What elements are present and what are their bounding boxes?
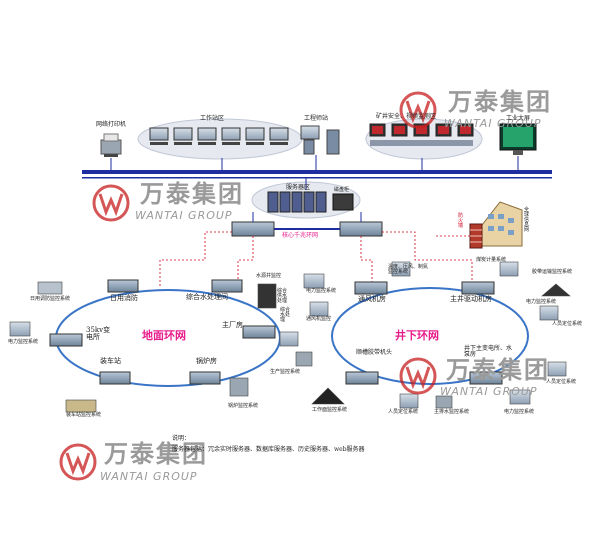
water-plant-sub-label: 水源井监控 [256, 273, 282, 279]
workstation-monitor [149, 127, 169, 141]
core-switch-label: 核心千兆环网 [282, 232, 319, 239]
workstation-keyboard [246, 142, 264, 145]
fire-label: 日用消防 [110, 294, 138, 302]
conveyor-monitor-label: 胶带运输监控系统 [532, 269, 573, 275]
power-monitor-mid-label: 电力监控系统 [306, 288, 337, 294]
storage-label: 磁盘柜 [334, 187, 350, 193]
power-monitor-2-label: 电力监控系统 [504, 409, 535, 415]
big-screen-label: 工业大屏 [506, 115, 531, 122]
legend-note: 服务器包括：冗余实时服务器、数据库服务器、历史服务器、web服务器 [172, 446, 365, 453]
substation-35kv-label: 35kv变电所 [86, 326, 111, 341]
doc-center-label: 全 球 信 息 网 [524, 207, 530, 233]
workstation-monitor [197, 127, 217, 141]
loading-monitor-label: 装车站监控系统 [66, 412, 102, 418]
server-area-label: 服务器区 [286, 184, 311, 191]
workstation-keyboard [174, 142, 192, 145]
power-monitor-left-label: 电力监控系统 [8, 339, 39, 345]
brand-logo-mark [59, 91, 437, 481]
boiler-monitor-label: 锅炉监控系统 [228, 403, 259, 409]
workstation-label: 工作站区 [200, 115, 225, 122]
ground-ring-name: 地面环网 [142, 329, 186, 342]
water-sub-2-label: 综合水处理 [280, 307, 291, 323]
brand-name-en: WANTAI GROUP [135, 209, 233, 222]
water-sub-1-label: 综合供水处理 [277, 288, 288, 304]
engineer-station-icon [300, 125, 340, 155]
safety-monitor-group [369, 123, 474, 146]
brand-name-cn: 万泰集团 [104, 440, 208, 468]
boiler-label: 锅炉房 [196, 357, 217, 365]
office-building-icon [481, 201, 523, 247]
workstation-monitor [173, 127, 193, 141]
server-rack-group [267, 191, 354, 213]
brand-name-cn: 万泰集团 [448, 88, 552, 116]
fiber-links [159, 231, 473, 288]
printer-label: 网络打印机 [96, 121, 127, 128]
brand-name-cn: 万泰集团 [140, 180, 244, 208]
workstation-keyboard [270, 142, 288, 145]
ground-ring-nodes [49, 279, 276, 385]
firewall-icon [469, 223, 483, 249]
face-monitor-label: 工作面监控系统 [312, 407, 348, 413]
vent-monitor-label: 通风机监控 [306, 316, 332, 322]
printer-icon [100, 133, 122, 157]
brand-name-cn: 万泰集团 [446, 356, 550, 384]
water-plant-label: 综合水处理间 [186, 293, 228, 301]
workstation-group [149, 127, 289, 145]
workstation-monitor [221, 127, 241, 141]
plant-substation-label: 主厂房 [222, 321, 243, 329]
workstation-keyboard [150, 142, 168, 145]
prod-monitor-label: 生产监控系统 [270, 369, 301, 375]
coal-face-label: 顺槽胶带机头 [356, 349, 393, 356]
workstation-keyboard [198, 142, 216, 145]
positioning-label: 人员定位系统 [388, 409, 419, 415]
main-pump-label: 主井驱动机房 [450, 295, 492, 303]
personnel-label: 人员定位系统 [552, 321, 583, 327]
legend-title: 说明： [172, 435, 191, 442]
underground-ring-nodes [345, 281, 503, 385]
loading-label: 装车站 [100, 357, 121, 365]
brand-name-en: WANTAI GROUP [444, 117, 542, 130]
fire-monitor-label: 日用调防监控系统 [30, 296, 71, 302]
engineer-station-label: 工程师站 [304, 115, 329, 122]
underground-ring [331, 287, 529, 385]
workstation-monitor [269, 127, 289, 141]
workstation-monitor [245, 127, 265, 141]
big-screen-icon [499, 123, 537, 155]
trunk-bus [82, 170, 552, 179]
top-drops [110, 155, 519, 170]
brand-name-en: WANTAI GROUP [440, 385, 538, 398]
personnel-2-label: 人员定位系统 [546, 379, 577, 385]
sensors-label: 温度、压风、制氮监控系统 [388, 264, 429, 275]
firewall-label: 防火墙 [458, 213, 464, 229]
main-drain-label: 主排水监控系统 [434, 409, 470, 415]
belt-scale-label: 煤炭计量系统 [476, 257, 507, 263]
ventilation-label: 通风机房 [358, 295, 386, 303]
underground-substation-label: 井下主变电所、水泵房 [464, 345, 513, 358]
peripheral-equipment [9, 261, 571, 413]
underground-ring-name: 井下环网 [395, 329, 439, 342]
workstation-keyboard [222, 142, 240, 145]
brand-name-en: WANTAI GROUP [100, 470, 198, 483]
power-monitor-label: 电力监控系统 [526, 299, 557, 305]
safety-zone-label: 矿井安全、视频监测区 [376, 113, 437, 120]
